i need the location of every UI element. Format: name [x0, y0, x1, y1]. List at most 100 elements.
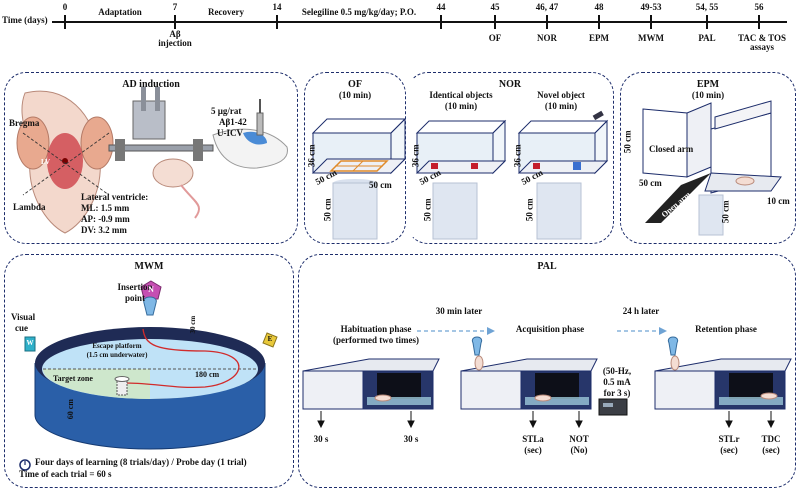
pal-measure-stlr-unit: (sec)	[720, 445, 738, 455]
mwm-title: MWM	[134, 261, 164, 272]
day-label-7: 7	[172, 2, 178, 12]
day-label-54-55: 54, 55	[695, 2, 719, 12]
pal-measure-stlr: STLr	[718, 434, 740, 444]
ad-coord-ml: ML: 1.5 mm	[81, 203, 130, 213]
timeline-tick	[174, 15, 176, 29]
nor-arenas	[415, 110, 609, 240]
rig-body	[132, 100, 166, 140]
pal-measure-30s-1: 30 s	[313, 434, 329, 444]
below-mwm: MWM	[638, 33, 664, 43]
pal-phase-retention: Retention phase	[695, 324, 757, 334]
pal-box-3	[654, 336, 792, 410]
pal-measure-stla-unit: (sec)	[524, 445, 542, 455]
ad-lambda: Lambda	[13, 202, 46, 212]
mwm-cue-e: E	[267, 335, 273, 343]
phase-recovery: Recovery	[208, 7, 244, 17]
cue-west	[24, 336, 36, 352]
timeline-tick	[706, 15, 708, 29]
epm-stand: 50 cm	[720, 200, 731, 224]
rat-body	[152, 158, 194, 188]
pal-habituation-note: (performed two times)	[333, 335, 419, 345]
pal-phase-acquisition: Acquisition phase	[515, 324, 585, 334]
below-nor: NOR	[537, 33, 557, 43]
pal-measure-stla: STLa	[522, 434, 544, 444]
mwm-target-zone: Target zone	[53, 374, 93, 383]
nor-object-a1	[431, 163, 438, 169]
nor-height: 36 cm	[410, 144, 421, 168]
ad-coord-dv: DV: 3.2 mm	[81, 225, 127, 235]
of-arena	[311, 117, 407, 240]
day-label-44: 44	[436, 2, 446, 12]
nor-identical-label: Identical objects	[429, 90, 493, 100]
mwm-insertion-2: point	[124, 293, 145, 303]
ad-illustration	[16, 87, 288, 234]
epm-title: EPM	[696, 79, 720, 90]
mwm-diameter: 180 cm	[195, 370, 220, 379]
ad-peptide: Aβ1-42	[219, 117, 247, 127]
epm-maze	[642, 100, 782, 236]
timeline: Time (days) 0 7 14 44 45 46, 47 48 49-53…	[0, 0, 800, 62]
pal-measure-30s-2: 30 s	[403, 434, 419, 444]
below-pal: PAL	[698, 33, 716, 43]
mwm-platform: Escape platform	[92, 342, 142, 350]
ad-lateral-ventricle: Lateral ventricle:	[81, 192, 149, 202]
ad-bregma: Bregma	[9, 118, 40, 128]
nor-novel-duration: (10 min)	[544, 101, 578, 111]
of-duration: (10 min)	[338, 90, 372, 100]
mwm-visual-cue-2: cue	[15, 323, 28, 333]
mwm-footer-1: Four days of learning (8 trials/day) / P…	[35, 457, 247, 467]
timeline-tick	[440, 15, 442, 29]
pal-title: PAL	[537, 261, 557, 272]
mwm-insertion-mark: N	[148, 285, 154, 294]
timeline-tick	[598, 15, 600, 29]
of-depth: 50 cm	[369, 180, 392, 190]
timer-icon	[19, 459, 31, 471]
ad-dose: 5 µg/rat	[211, 106, 242, 116]
panel-epm: EPM (10 min) Closed arm Open arm 50 cm 5…	[620, 72, 796, 244]
of-height: 36 cm	[306, 144, 317, 168]
rat-ear-left	[16, 116, 50, 170]
pal-measure-tdc: TDC	[761, 434, 781, 444]
pal-apparatus	[302, 327, 792, 429]
timeline-tick	[650, 15, 652, 29]
mwm-pool	[19, 280, 278, 471]
phase-adaptation: Adaptation	[98, 7, 142, 17]
mwm-insertion: Insertion	[117, 282, 153, 292]
mwm-cue-w: W	[26, 339, 34, 347]
epm-arm-length: 50 cm	[639, 178, 662, 188]
phase-selegiline: Selegiline 0.5 mg/kg/day; P.O.	[301, 7, 417, 17]
nor-object-a2	[471, 163, 478, 169]
epm-duration: (10 min)	[691, 90, 725, 100]
day-label-14: 14	[272, 2, 282, 12]
day-label-45: 45	[490, 2, 500, 12]
ad-route: U-ICV	[217, 128, 243, 138]
timeline-tick	[546, 15, 548, 29]
mwm-platform-2: (1.5 cm underwater)	[86, 351, 148, 359]
below-tac-tos: TAC & TOS assays	[737, 33, 786, 53]
day-label-56: 56	[754, 2, 764, 12]
panel-pal: PAL	[298, 254, 796, 488]
mwm-visual-cue: Visual	[11, 312, 36, 322]
pal-measure-tdc-unit: (sec)	[762, 445, 780, 455]
pal-arrow-24h: 24 h later	[622, 306, 660, 316]
nor-novel-label: Novel object	[537, 90, 585, 100]
timeline-tick	[494, 15, 496, 29]
below-of: OF	[488, 33, 502, 43]
ad-coord-ap: AP: -0.9 mm	[81, 214, 130, 224]
ad-title: AD induction	[122, 79, 180, 90]
pal-box-1	[302, 358, 440, 410]
pal-arrow-30min: 30 min later	[435, 306, 483, 316]
of-stand: 50 cm	[322, 198, 333, 222]
of-title: OF	[348, 79, 362, 90]
pal-shock-2: 0.5 mA	[603, 377, 631, 387]
below-epm: EPM	[589, 33, 609, 43]
pal-measure-not: NOT	[569, 434, 589, 444]
timeline-axis-line	[52, 21, 787, 23]
day-label-46-47: 46, 47	[535, 2, 559, 12]
pal-measure-not-unit: (No)	[570, 445, 588, 455]
panel-of: OF (10 min) 36 cm 50 cm 50 cm 50 cm	[304, 72, 407, 244]
rat-ear-right	[80, 116, 114, 170]
panel-ad-induction: AD induction Bregma Lambda LV Lateral ve…	[4, 72, 298, 244]
nor-stand: 50 cm	[422, 198, 433, 222]
mwm-footer-2: Time of each trial = 60 s	[19, 469, 112, 479]
